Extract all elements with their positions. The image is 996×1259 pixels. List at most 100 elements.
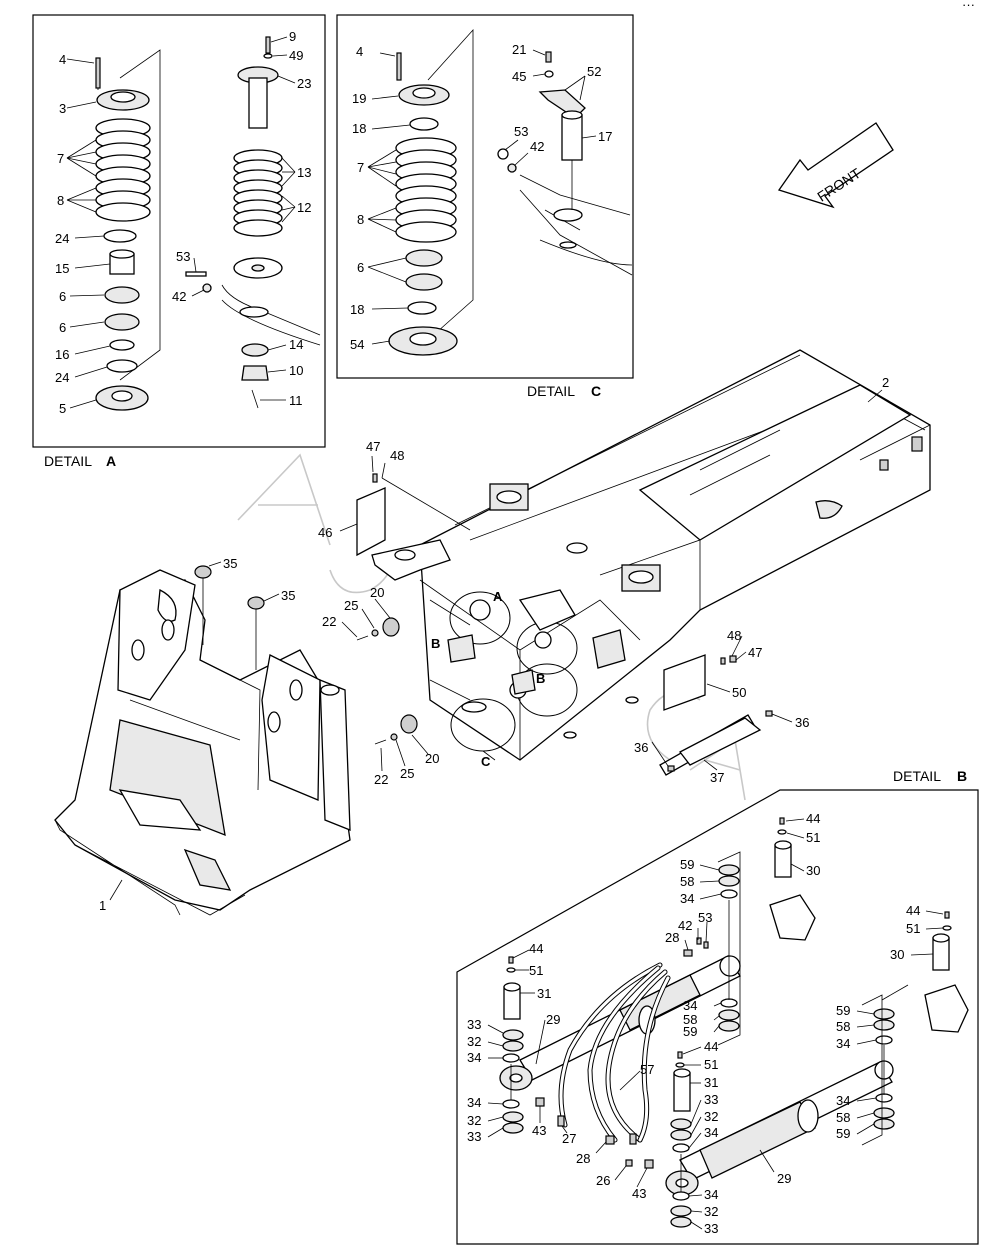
callout: 3	[59, 101, 66, 116]
callout: 33	[704, 1092, 718, 1107]
callout: 34	[467, 1050, 481, 1065]
callout: 32	[467, 1034, 481, 1049]
callout: 53	[698, 910, 712, 925]
callout: 32	[704, 1109, 718, 1124]
callout: 42	[530, 139, 544, 154]
callout: 57	[640, 1062, 654, 1077]
detail-b: DETAIL B	[456, 768, 979, 1245]
callout: 16	[55, 347, 69, 362]
callout: 54	[350, 337, 364, 352]
callout: 37	[710, 770, 724, 785]
callout: 34	[836, 1036, 850, 1051]
callout: 43	[532, 1123, 546, 1138]
callout: 35	[281, 588, 295, 603]
callout: 28	[576, 1151, 590, 1166]
callout: 59	[836, 1003, 850, 1018]
callout: 23	[297, 76, 311, 91]
callout: 49	[289, 48, 303, 63]
callout: 58	[836, 1110, 850, 1125]
callout: 31	[537, 986, 551, 1001]
callout: 51	[806, 830, 820, 845]
callout: 14	[289, 337, 303, 352]
spring-washer-stack-a2	[233, 149, 283, 237]
detail-b-label: DETAIL	[893, 768, 941, 784]
callout: 26	[596, 1173, 610, 1188]
callout: 6	[59, 320, 66, 335]
callout: 59	[836, 1126, 850, 1141]
callout: 34	[704, 1125, 718, 1140]
callout: 28	[665, 930, 679, 945]
detail-a-marker-circle	[449, 591, 511, 645]
detail-c-frame	[336, 14, 634, 379]
callout: 29	[777, 1171, 791, 1186]
callout: 59	[683, 1024, 697, 1039]
callout: 32	[704, 1204, 718, 1219]
callout: 47	[748, 645, 762, 660]
callout: 44	[529, 941, 543, 956]
pin-31	[503, 986, 521, 1020]
callout: 53	[176, 249, 190, 264]
callout: 34	[467, 1095, 481, 1110]
corner-mark: ···	[962, 0, 975, 12]
callout: 9	[289, 29, 296, 44]
callout: 8	[357, 212, 364, 227]
callout: 7	[357, 160, 364, 175]
callout: 31	[704, 1075, 718, 1090]
pin-30	[774, 844, 792, 878]
front-arrow: FRONT	[777, 122, 894, 209]
callout: 29	[546, 1012, 560, 1027]
callout: 42	[678, 918, 692, 933]
callout: 25	[344, 598, 358, 613]
detail-c-label: DETAIL	[527, 383, 575, 399]
callout: 2	[882, 375, 889, 390]
hydraulic-cylinder-lower	[665, 1060, 894, 1196]
callout: 1	[99, 898, 106, 913]
callout: 20	[425, 751, 439, 766]
front-frame	[54, 565, 351, 916]
callout: 44	[704, 1039, 718, 1054]
detail-c-letter: C	[591, 383, 601, 399]
callout: 51	[906, 921, 920, 936]
callout-detail-a: A	[493, 589, 503, 604]
callout: 21	[512, 42, 526, 57]
callout: 24	[55, 370, 69, 385]
callout: 58	[680, 874, 694, 889]
callout: 30	[806, 863, 820, 878]
rear-frame	[419, 349, 931, 761]
callout: 25	[400, 766, 414, 781]
callout: 24	[55, 231, 69, 246]
callout: 33	[467, 1017, 481, 1032]
callout: 51	[704, 1057, 718, 1072]
callout: 44	[906, 903, 920, 918]
callout: 34	[704, 1187, 718, 1202]
callout: 33	[704, 1221, 718, 1236]
callout: 51	[529, 963, 543, 978]
callout: 46	[318, 525, 332, 540]
callout: 53	[514, 124, 528, 139]
callout: 35	[223, 556, 237, 571]
cover-plate-46	[356, 487, 386, 557]
callout: 11	[289, 393, 303, 408]
callout-detail-c: C	[481, 754, 491, 769]
detail-a-frame	[32, 14, 326, 448]
callout: 32	[467, 1113, 481, 1128]
bracket	[371, 539, 451, 581]
spring-washer-stack-c	[395, 137, 457, 243]
callout: 36	[795, 715, 809, 730]
detail-a-label: DETAIL	[44, 453, 92, 469]
callout: 52	[587, 64, 601, 79]
callout: 7	[57, 151, 64, 166]
callout: 43	[632, 1186, 646, 1201]
callout: 17	[598, 129, 612, 144]
callout: 4	[59, 52, 66, 67]
pin-31	[673, 1072, 691, 1112]
callout: 48	[390, 448, 404, 463]
callout: 8	[57, 193, 64, 208]
callout: 34	[683, 998, 697, 1013]
callout: 13	[297, 165, 311, 180]
callout: 34	[680, 891, 694, 906]
detail-a-letter: A	[106, 453, 116, 469]
detail-b-callouts: 44 51 30 59 58 34 42 53 28 44 51 31 29 3…	[467, 811, 920, 1236]
callout: 42	[172, 289, 186, 304]
